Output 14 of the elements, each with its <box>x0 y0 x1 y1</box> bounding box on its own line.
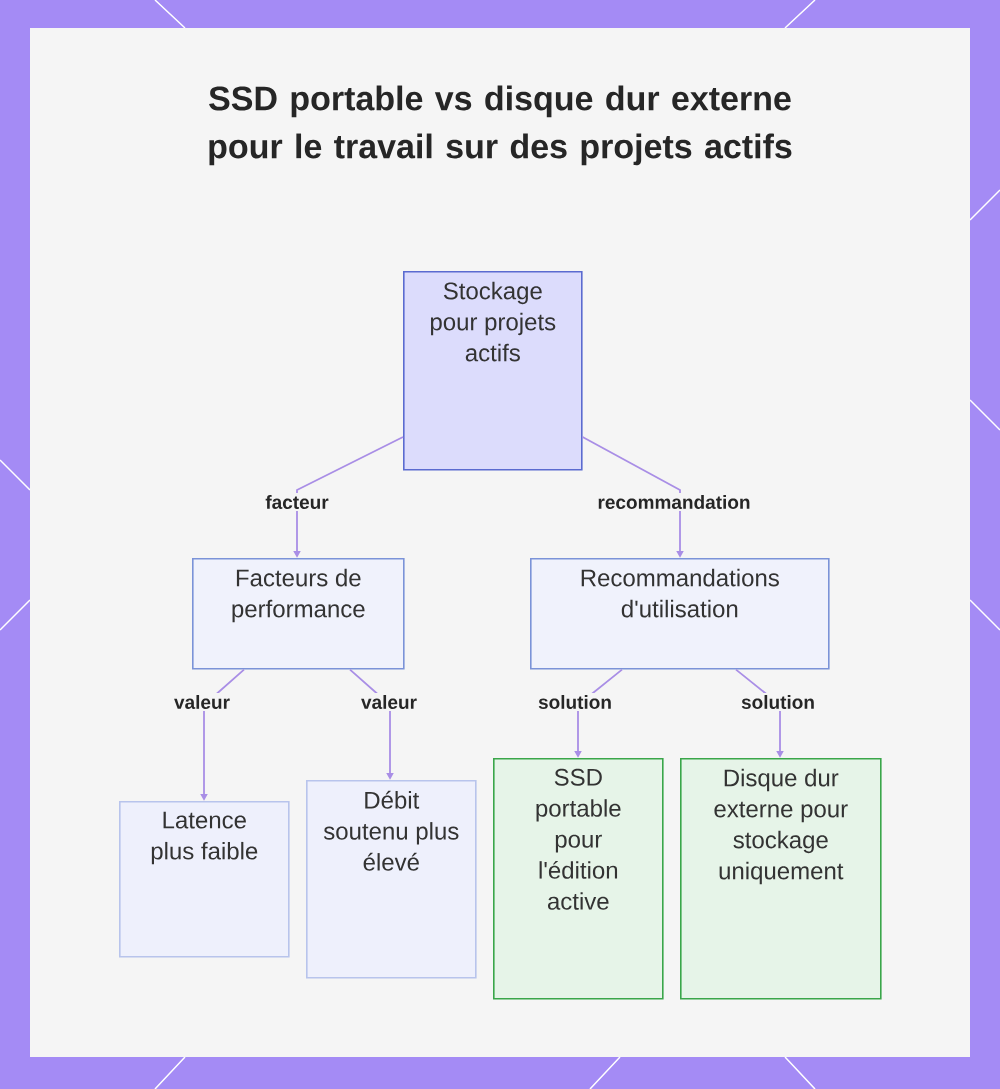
process-box: Latence plus faible <box>119 801 290 958</box>
edge-label: valeur <box>174 695 230 709</box>
process-box: SSD portable pour l'édition active <box>493 758 664 1000</box>
edge-label: solution <box>538 695 611 709</box>
edge-label: valeur <box>361 695 417 709</box>
title: SSD portable vs disque dur externe pour le travail sur des projets actifs <box>209 85 792 166</box>
edge-label: facteur <box>265 495 329 509</box>
process-box: Recommandations d'utilisation <box>530 558 830 670</box>
process-box: Facteurs de performance <box>192 558 405 670</box>
edge-label: recommandation <box>598 495 750 509</box>
process-box: Disque dur externe pour stockage uniquement <box>680 758 882 1000</box>
process-box: Débit soutenu plus élevé <box>306 780 477 979</box>
process-box: Stockage pour projets actifs <box>403 271 583 471</box>
edge-label: solution <box>741 695 814 709</box>
